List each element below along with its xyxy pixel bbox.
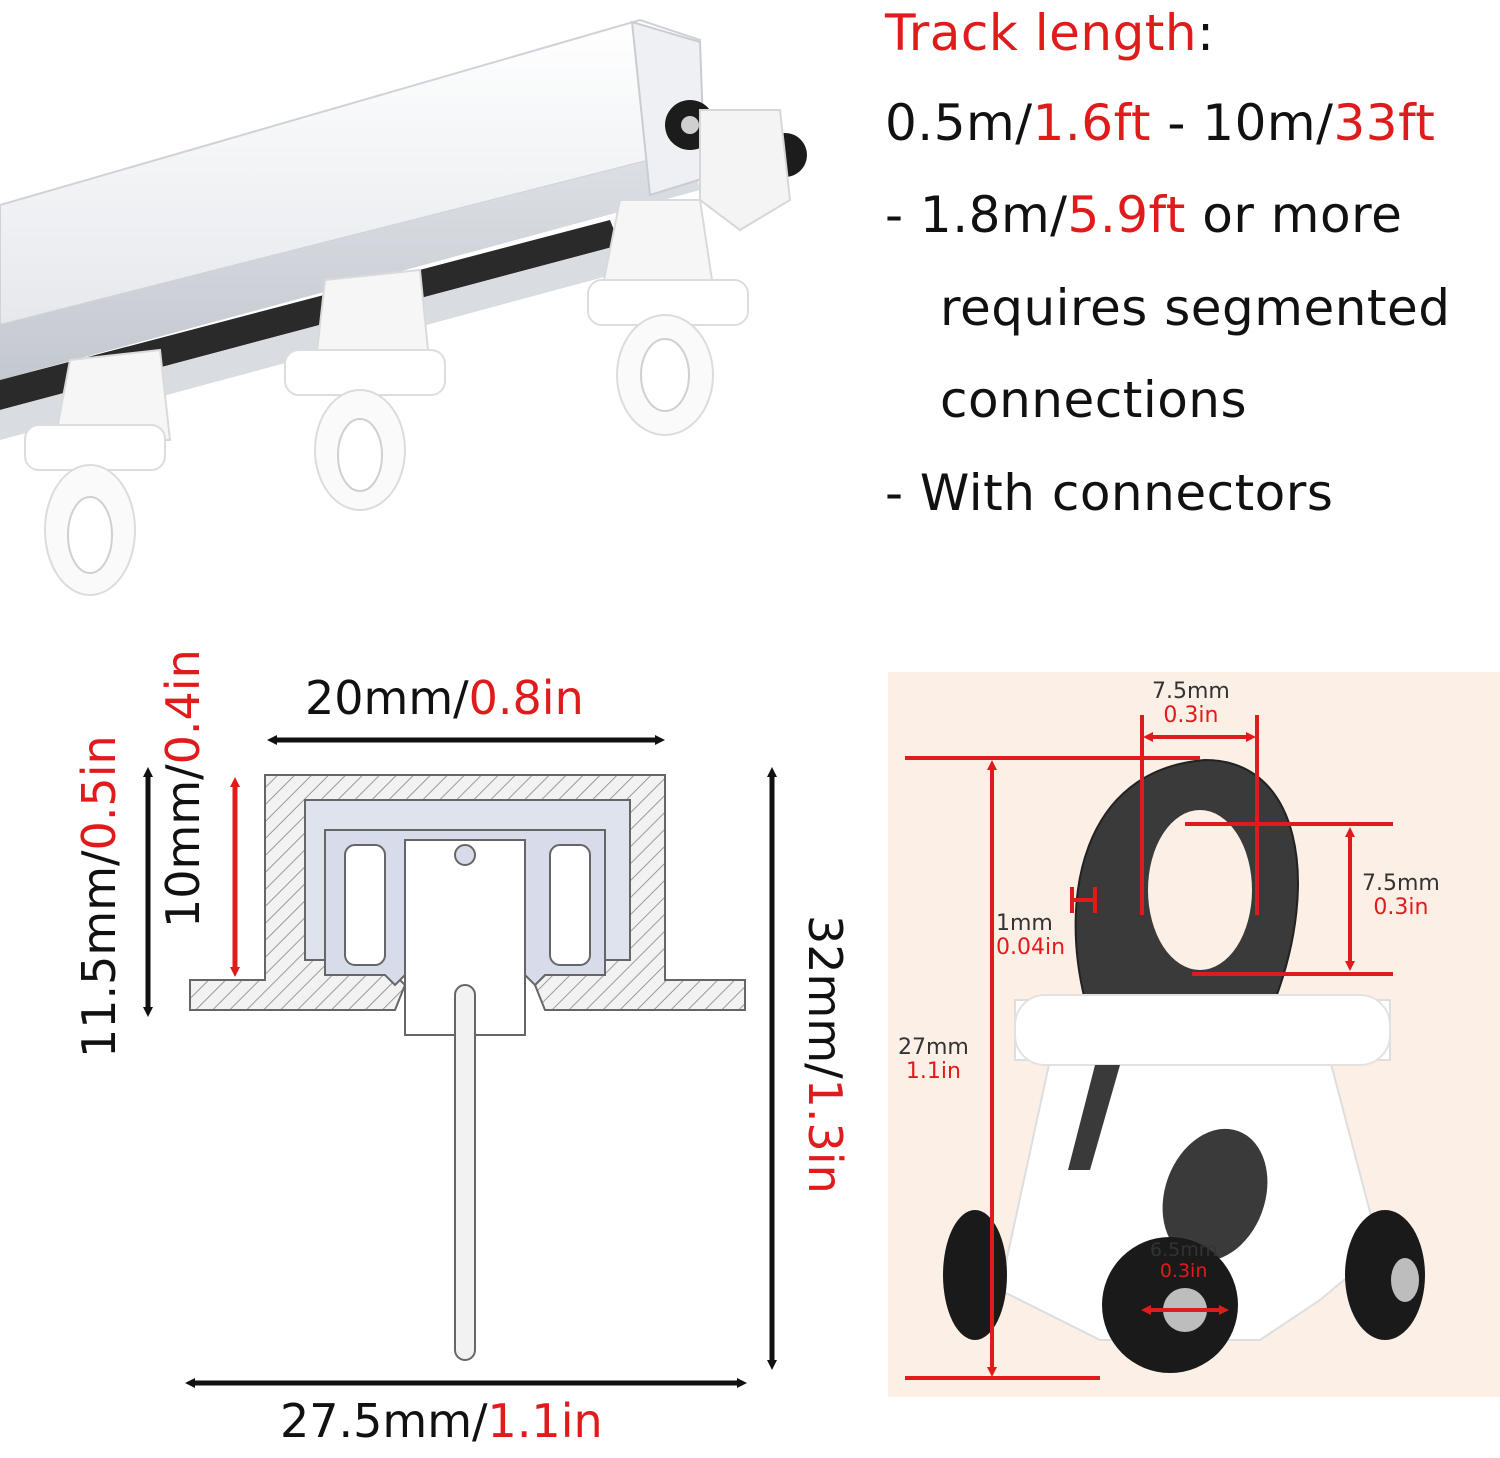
segment-suffix: or more: [1185, 186, 1403, 244]
track-cross-section: [143, 735, 777, 1388]
dim-height-total: 32mm/1.3in: [798, 915, 852, 1194]
dim-height-outer: 11.5mm/0.5in: [72, 735, 126, 1058]
spec-line-range: 0.5m/1.6ft - 10m/33ft: [885, 98, 1435, 148]
spec-line-connections: connections: [940, 371, 1248, 429]
range-min-ft: 1.6ft: [1032, 94, 1151, 152]
range-max-m: - 10m/: [1150, 94, 1334, 152]
dim-height-outer-in: 0.5in: [72, 735, 126, 851]
glider-total-height-mm: 27mm: [898, 1035, 969, 1060]
glider-ring-height-in: 0.3in: [1373, 895, 1429, 921]
track-length-colon: :: [1197, 4, 1215, 62]
range-max-ft: 33ft: [1333, 94, 1436, 152]
dim-height-total-in: 1.3in: [798, 1078, 852, 1194]
glider-thickness-in: 0.04in: [996, 935, 1066, 961]
dim-width-bottom-in: 1.1in: [487, 1394, 603, 1448]
segment-ft: 5.9ft: [1067, 186, 1186, 244]
glider-wheel-hole-mm: 6.5mm: [1150, 1239, 1218, 1261]
spec-line-segment: - 1.8m/5.9ft or more: [885, 190, 1402, 240]
dim-height-inner-mm: 10mm/: [156, 764, 210, 928]
glider-ring-width-mm: 7.5mm: [1152, 679, 1230, 704]
glider-total-height-in: 1.1in: [905, 1059, 961, 1085]
spec-line-requires: requires segmented: [940, 279, 1451, 337]
dim-height-outer-mm: 11.5mm/: [72, 850, 126, 1058]
dim-width-top: 20mm/0.8in: [305, 675, 584, 721]
glider-group: [24, 100, 807, 596]
glider-wheel-hole-in: 0.3in: [1159, 1259, 1208, 1282]
dim-width-bottom-mm: 27.5mm/: [280, 1394, 488, 1448]
dim-height-inner: 10mm/0.4in: [156, 649, 210, 928]
track-length-title: Track length:: [885, 8, 1214, 58]
glider-ring-height-mm: 7.5mm: [1362, 871, 1440, 896]
dim-height-total-mm: 32mm/: [798, 915, 852, 1079]
dim-width-top-in: 0.8in: [468, 671, 584, 725]
spec-line-connectors: - With connectors: [885, 464, 1334, 522]
range-min-m: 0.5m/: [885, 94, 1033, 152]
dim-width-bottom: 27.5mm/1.1in: [280, 1398, 603, 1444]
track-length-title-text: Track length: [885, 4, 1198, 62]
segment-m: - 1.8m/: [885, 186, 1068, 244]
dim-width-top-mm: 20mm/: [305, 671, 469, 725]
glider-ring-width-in: 0.3in: [1163, 703, 1219, 729]
glider-detail: [888, 672, 1500, 1397]
dim-height-inner-in: 0.4in: [156, 649, 210, 765]
glider-thickness-mm: 1mm: [996, 911, 1053, 936]
